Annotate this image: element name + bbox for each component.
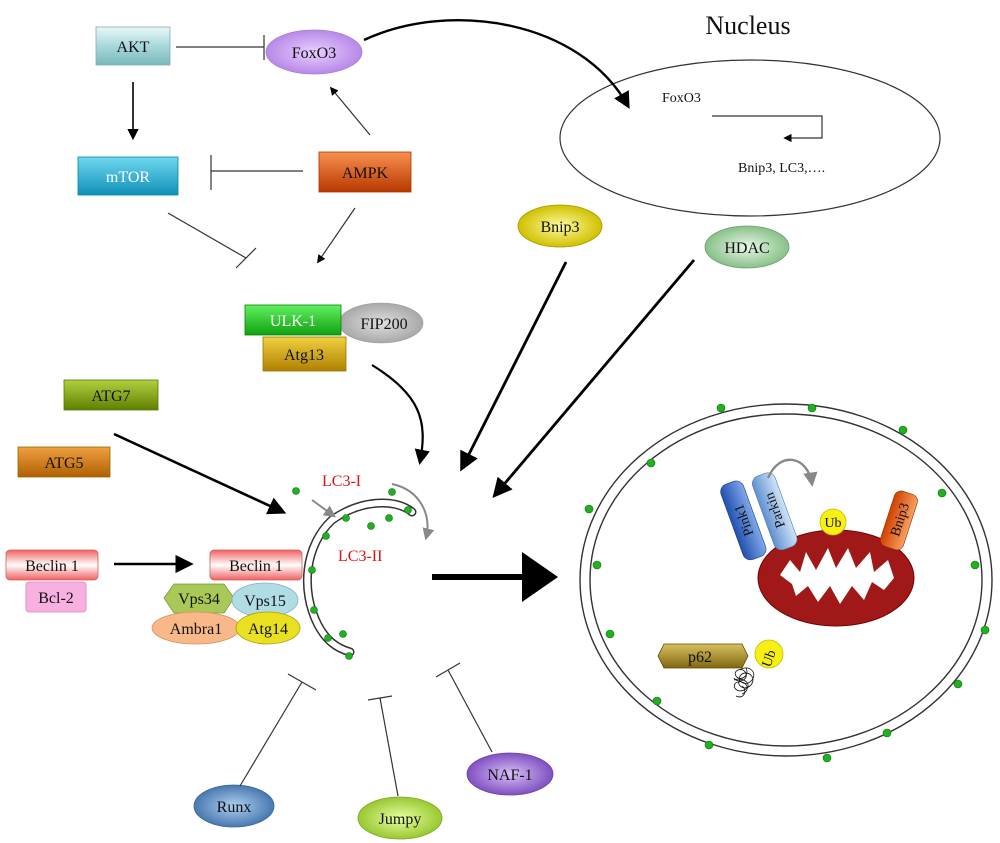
svg-text:Vps34: Vps34 <box>178 591 220 608</box>
akt-inhibits-foxo3 <box>176 35 265 60</box>
ampk-activates-ulk1 <box>317 207 356 264</box>
beclin1-right-node: Beclin 1 <box>209 549 303 581</box>
svg-text:FoxO3: FoxO3 <box>292 45 336 62</box>
svg-text:Atg13: Atg13 <box>284 347 324 364</box>
svg-text:HDAC: HDAC <box>724 240 769 257</box>
svg-text:Beclin 1: Beclin 1 <box>25 558 79 575</box>
lc3-i-dot-2 <box>388 488 396 496</box>
autophagosome-formation-arrowhead <box>522 552 558 602</box>
svg-text:Ub: Ub <box>824 516 841 531</box>
svg-text:Jumpy: Jumpy <box>379 811 422 828</box>
lc3-ii-dots <box>308 506 412 660</box>
foxo3-node: FoxO3 <box>265 29 363 75</box>
pink1-node: Pink1 <box>720 480 767 561</box>
svg-text:Vps15: Vps15 <box>244 593 286 610</box>
svg-text:Ambra1: Ambra1 <box>170 621 222 638</box>
svg-text:Bnip3: Bnip3 <box>540 219 579 236</box>
lc3-conversion-arrow <box>391 483 435 541</box>
jumpy-inhibits-autophagy <box>367 695 399 797</box>
vps34-node: Vps34 <box>163 583 235 614</box>
atg14-node: Atg14 <box>235 611 301 645</box>
lc3-i-to-membrane-arrow <box>311 499 336 518</box>
ub-p62-node: Ub <box>754 639 784 669</box>
hdac-to-autophagy-arrow <box>492 259 696 498</box>
jumpy-node: Jumpy <box>357 796 443 840</box>
svg-text:Ub: Ub <box>760 648 780 669</box>
autophagosome-lc3-dots <box>584 403 990 763</box>
runx-node: Runx <box>193 784 275 828</box>
atg13-node: Atg13 <box>262 336 347 372</box>
svg-text:Runx: Runx <box>217 799 252 816</box>
bnip3-node: Bnip3 <box>517 204 603 248</box>
svg-text:ATG5: ATG5 <box>44 455 83 472</box>
mtor-inhibits-ulk1 <box>167 212 257 269</box>
svg-text:Atg14: Atg14 <box>248 621 288 638</box>
svg-text:mTOR: mTOR <box>106 169 150 186</box>
nucleus-foxo3-label: FoxO3 <box>662 91 701 106</box>
ulk-complex-to-phagophore <box>371 364 430 466</box>
mtor-node: mTOR <box>77 156 179 196</box>
svg-text:ULK-1: ULK-1 <box>270 313 316 330</box>
svg-text:AMPK: AMPK <box>342 165 389 182</box>
phagophore <box>292 487 417 660</box>
parkin-node: Parkin <box>751 472 798 551</box>
svg-text:Bcl-2: Bcl-2 <box>38 590 74 607</box>
vps15-node: Vps15 <box>231 582 299 618</box>
svg-text:p62: p62 <box>688 649 712 666</box>
beclin1-left-node: Beclin 1 <box>5 549 99 581</box>
bnip3-to-autophagy-arrow <box>460 261 568 472</box>
naf1-node: NAF-1 <box>466 752 554 796</box>
bnip3-mito-node: Bnip3 <box>880 490 918 551</box>
lc3-ii-label: LC3-II <box>338 548 382 565</box>
hdac-node: HDAC <box>704 225 790 269</box>
svg-text:NAF-1: NAF-1 <box>487 767 532 784</box>
naf1-inhibits-autophagy <box>435 662 493 753</box>
bcl2-node: Bcl-2 <box>25 581 87 613</box>
ambra1-node: Ambra1 <box>151 611 241 645</box>
nucleus: Nucleus FoxO3 Bnip3, LC3,…. <box>559 11 941 217</box>
atg7-node: ATG7 <box>63 379 159 411</box>
lc3-i-label: LC3-I <box>322 473 361 490</box>
ampk-inhibits-mtor <box>210 155 303 190</box>
p62-node: p62 <box>657 643 749 669</box>
svg-text:ATG7: ATG7 <box>91 388 130 405</box>
akt-node: AKT <box>95 26 171 66</box>
transcription-arrow <box>712 115 823 143</box>
nucleus-title: Nucleus <box>705 11 790 40</box>
mitochondrion-cristae <box>780 548 894 604</box>
parkin-ubiquitination-arrow <box>766 458 818 487</box>
foxo3-to-nucleus-arrow <box>363 19 630 109</box>
ampk-activates-foxo3 <box>329 86 371 136</box>
fip200-node: FIP200 <box>338 302 424 344</box>
ub-mito-node: Ub <box>819 508 847 536</box>
svg-text:AKT: AKT <box>117 39 150 56</box>
atg7-atg5-to-phagophore <box>113 432 287 515</box>
nucleus-target-genes: Bnip3, LC3,…. <box>738 161 825 176</box>
protein-aggregate-icon <box>733 667 755 698</box>
svg-text:Beclin 1: Beclin 1 <box>229 558 283 575</box>
atg5-node: ATG5 <box>17 446 111 478</box>
runx-inhibits-autophagy <box>239 673 317 787</box>
lc3-i-dot <box>292 487 300 495</box>
ulk1-node: ULK-1 <box>244 304 342 336</box>
svg-text:FIP200: FIP200 <box>360 316 407 333</box>
nucleus-membrane <box>559 59 941 217</box>
ampk-node: AMPK <box>318 151 412 193</box>
